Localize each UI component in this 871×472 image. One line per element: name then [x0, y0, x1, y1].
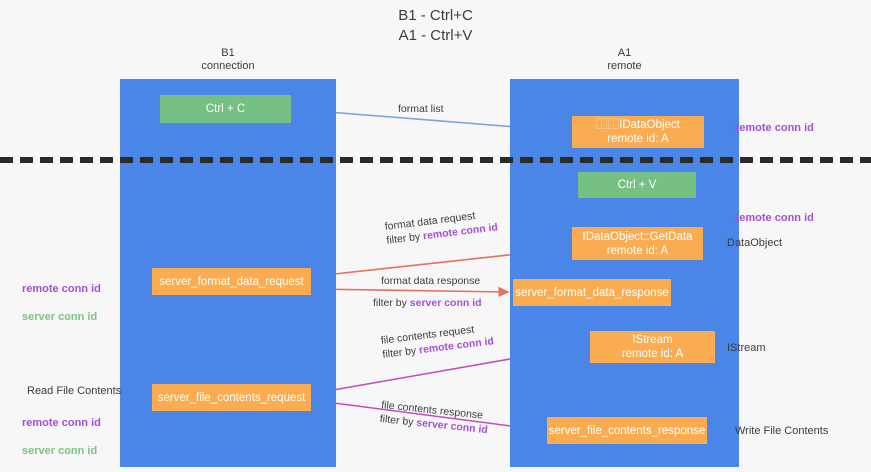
node-server-format-data-request[interactable]: server_format_data_request	[152, 268, 311, 295]
annotation-left-server-conn-id: server conn id	[22, 311, 98, 323]
page-title: B1 - Ctrl+C A1 - Ctrl+V	[398, 7, 473, 44]
filter-prefix: filter by	[379, 412, 417, 429]
annotation-dataobject: DataObject	[727, 237, 783, 249]
section-divider	[0, 157, 871, 163]
node-server-file-contents-request[interactable]: server_file_contents_request	[152, 384, 311, 411]
annotation-istream: IStream	[727, 342, 766, 354]
node-istream[interactable]: IStream remote id: A	[590, 331, 715, 363]
edge-file-contents-response	[310, 399, 544, 434]
filter-key: server conn id	[409, 297, 482, 309]
node-server-file-contents-response[interactable]: server_file_contents_response	[547, 417, 707, 444]
node-server-format-data-response[interactable]: server_format_data_response	[513, 279, 671, 306]
node-ctrl-c[interactable]: Ctrl + C	[160, 95, 291, 123]
node-idataobject[interactable]: ⿰⿰IDataObject remote id: A	[572, 116, 704, 148]
annotation-remote-conn-id-top: remote conn id	[735, 122, 814, 134]
annotation-remote-conn-id-mid: remote conn id	[735, 212, 814, 224]
column-header-a1: A1 remote	[607, 47, 642, 72]
filter-prefix: filter by	[373, 297, 410, 309]
edge-format-data-response	[310, 286, 510, 297]
node-ctrl-v[interactable]: Ctrl + V	[578, 172, 696, 198]
annotation-write-file-contents: Write File Contents	[735, 425, 829, 437]
annotation-left-remote-conn-id: remote conn id	[22, 283, 101, 295]
edge-label-format-list: format list	[398, 103, 444, 115]
annotation-left-server-conn-id-2: server conn id	[22, 445, 98, 457]
annotation-left-conn-ids-file: remote conn id server conn id	[22, 402, 101, 472]
edge-label-format-data-response: format data response	[381, 275, 481, 287]
annotation-left-remote-conn-id-2: remote conn id	[22, 417, 101, 429]
annotation-left-conn-ids-format: remote conn id server conn id	[22, 268, 101, 338]
annotation-read-file-contents: Read File Contents	[27, 385, 122, 397]
edge-label-format-data-response-filter: filter by server conn id	[373, 296, 482, 310]
column-header-b1: B1 connection	[201, 47, 255, 72]
node-idataobject-getdata[interactable]: IDataObject::GetData remote id: A	[572, 227, 703, 260]
